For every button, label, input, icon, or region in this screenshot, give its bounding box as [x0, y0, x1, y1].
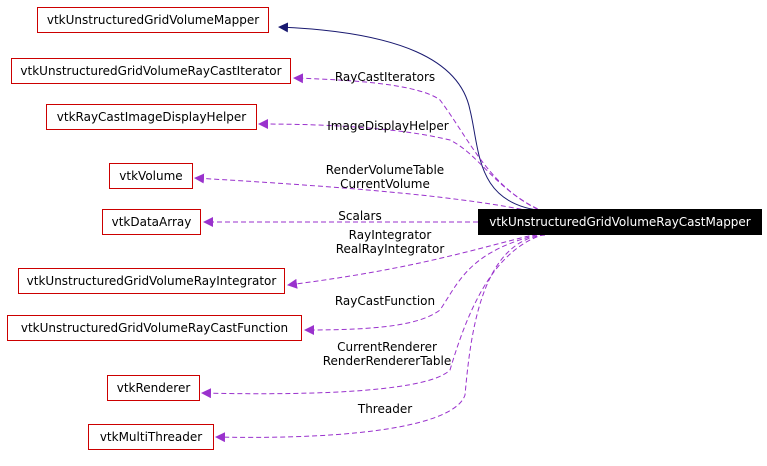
node-ray-cast-image-display-helper[interactable]: vtkRayCastImageDisplayHelper — [46, 104, 257, 130]
node-main-class[interactable]: vtkUnstructuredGridVolumeRayCastMapper — [478, 209, 762, 235]
edge-threader — [215, 234, 546, 443]
node-unstructured-grid-volume-ray-cast-iterator[interactable]: vtkUnstructuredGridVolumeRayCastIterator — [11, 58, 291, 84]
edge-label-scalars: Scalars — [338, 209, 382, 223]
edge-rayintegrator — [287, 231, 546, 289]
edge-rendervolumetable — [194, 173, 546, 215]
edge-imagedisplayhelper — [258, 119, 546, 214]
edge-label-raycastiterators: RayCastIterators — [334, 70, 436, 84]
inheritance-edge — [278, 22, 546, 212]
node-unstructured-grid-volume-mapper[interactable]: vtkUnstructuredGridVolumeMapper — [37, 7, 269, 33]
node-multi-threader[interactable]: vtkMultiThreader — [88, 424, 214, 450]
edge-label-rayintegrator: RayIntegrator RealRayIntegrator — [335, 228, 445, 256]
node-unstructured-grid-volume-ray-cast-function[interactable]: vtkUnstructuredGridVolumeRayCastFunction — [7, 315, 302, 341]
node-unstructured-grid-volume-ray-integrator[interactable]: vtkUnstructuredGridVolumeRayIntegrator — [18, 268, 285, 294]
edge-raycastiterators — [293, 73, 546, 213]
edge-raycastfunction — [304, 232, 546, 335]
node-volume[interactable]: vtkVolume — [109, 163, 193, 189]
edge-label-rendervolumetable: RenderVolumeTable CurrentVolume — [325, 163, 445, 191]
edge-label-threader: Threader — [357, 402, 413, 416]
node-data-array[interactable]: vtkDataArray — [102, 209, 201, 235]
edge-label-raycastfunction: RayCastFunction — [334, 294, 436, 308]
edge-label-imagedisplayhelper: ImageDisplayHelper — [327, 119, 449, 133]
edge-label-renderer: CurrentRenderer RenderRendererTable — [322, 340, 452, 368]
node-renderer[interactable]: vtkRenderer — [107, 375, 200, 401]
edge-renderer — [201, 233, 546, 399]
